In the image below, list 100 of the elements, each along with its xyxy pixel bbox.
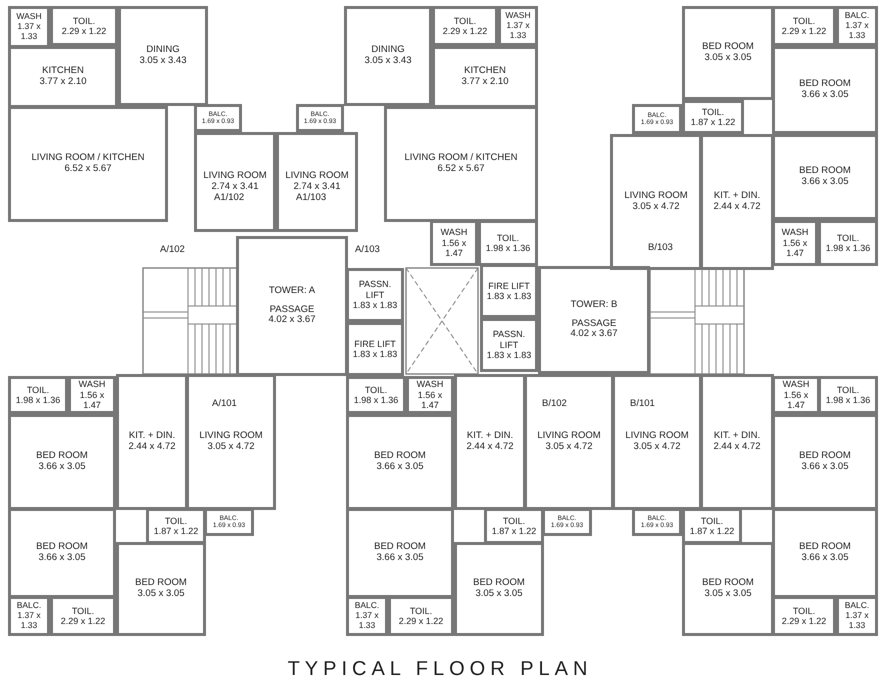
room-dimensions: 1.37 x 1.33 [354,611,380,631]
room-dimensions: 3.05 x 3.43 [364,56,412,67]
plan-title: TYPICAL FLOOR PLAN [286,658,594,681]
room-dimensions: 1.37 x 1.33 [844,21,870,41]
room-name: PASSN. LIFT [358,279,392,300]
unit-number: B/101 [630,398,655,409]
unit-number: A/103 [355,244,380,255]
room-name: BALC. [354,601,380,612]
room-name: KIT. + DIN. [128,431,176,442]
room-dimensions: 1.83 x 1.83 [486,350,532,361]
room [406,376,454,414]
room-name: WASH [782,379,810,390]
room-name: TOIL. [410,606,432,616]
room [186,374,276,510]
room [346,508,454,598]
room-name: TOIL. [700,516,724,526]
room-name: BED ROOM [799,79,851,90]
room [384,106,538,222]
room-name: TOIL. [72,606,94,616]
room [50,596,116,636]
room-dimensions: 2.44 x 4.72 [466,442,514,453]
room-dimensions: 1.87 x 1.22 [690,526,734,536]
room-name: TOIL. [836,232,860,243]
room [772,508,878,598]
room-dimensions: 3.05 x 3.43 [139,56,186,67]
room [682,6,774,100]
room-name: LIVING ROOM [199,431,263,442]
room [524,374,614,510]
passage-area [538,266,650,374]
room [8,414,116,510]
lift-shaft [480,318,538,372]
room [50,6,118,46]
room [432,46,538,108]
unit-number: B/102 [542,398,567,409]
room [818,376,878,414]
room-name: LIVING ROOM / KITCHEN [404,153,518,164]
room-dimensions: 1.37 x 1.33 [844,611,870,631]
unit-number: B/103 [648,242,673,253]
room-dimensions: 2.29 x 1.22 [442,26,488,36]
room [8,376,68,414]
room-name: WASH [440,227,468,238]
room-name: BED ROOM [374,451,426,462]
room-dimensions: 3.05 x 3.05 [475,589,522,600]
room-dimensions: 1.87 x 1.22 [690,117,736,128]
room-name: BED ROOM [702,42,754,53]
room [116,374,188,510]
unit-number: A/101 [212,398,237,409]
room-dimensions: 1.56 x 1.47 [782,390,810,411]
room [296,104,344,132]
room [346,414,454,510]
room-name: BED ROOM [135,578,187,589]
room-dimensions: 1.87 x 1.22 [154,526,198,536]
unit-number: A1/102 [214,192,244,203]
room-name: BED ROOM [702,578,754,589]
room [118,6,208,106]
room [772,596,836,636]
room-dimensions: 2.29 x 1.22 [62,26,106,36]
room-name: WASH [782,227,808,238]
room-name: BED ROOM [473,578,525,589]
room-name: TOIL. [496,232,520,243]
room [8,596,50,636]
room-name: TOIL. [792,606,816,616]
lift-shaft [480,264,538,318]
room-dimensions: 2.74 x 3.41 [211,182,258,193]
room-name: TOWER: A [268,286,316,297]
room-name: WASH [505,11,531,22]
room-dimensions: 3.05 x 4.72 [632,202,680,213]
room-dimensions: 1.83 x 1.83 [352,349,398,360]
room-name: LIVING ROOM [624,191,688,202]
room-dimensions: 1.87 x 1.22 [492,526,536,536]
room-dimensions: 2.74 x 3.41 [293,182,340,193]
room-name: BED ROOM [374,542,426,553]
room-name: LIVING ROOM [285,171,349,182]
room-dimensions: 3.66 x 3.05 [376,462,424,473]
room-name: DINING [146,45,180,56]
room-dimensions: 2.44 x 4.72 [128,442,176,453]
room [836,596,878,636]
room-name: FIRE LIFT [488,280,530,291]
lift-shaft [346,322,404,376]
room-dimensions: 3.66 x 3.05 [38,462,86,473]
room-name: PASSAGE [270,304,314,315]
room [194,132,276,232]
room-name: LIVING ROOM [537,431,601,442]
room-dimensions: 3.05 x 4.72 [207,442,254,453]
room-name: TOIL. [164,516,188,526]
room-name: LIVING ROOM [203,171,267,182]
room-name: WASH [416,379,444,390]
room-dimensions: 2.29 x 1.22 [782,26,826,36]
room-name: FIRE LIFT [354,338,396,349]
room [700,134,774,270]
room-name: TOIL. [836,384,860,395]
room-name: TOIL. [702,106,724,117]
room-dimensions: 1.98 x 1.36 [826,395,870,406]
room-dimensions: 1.56 x 1.47 [416,390,444,411]
room-dimensions: 3.05 x 4.72 [633,442,680,453]
room-name: BALC. [844,11,870,22]
room-name: LIVING ROOM [625,431,689,442]
room-dimensions: 2.44 x 4.72 [713,442,760,453]
room-name: PASSN. LIFT [492,329,526,350]
room-dimensions: 6.52 x 5.67 [64,164,112,175]
